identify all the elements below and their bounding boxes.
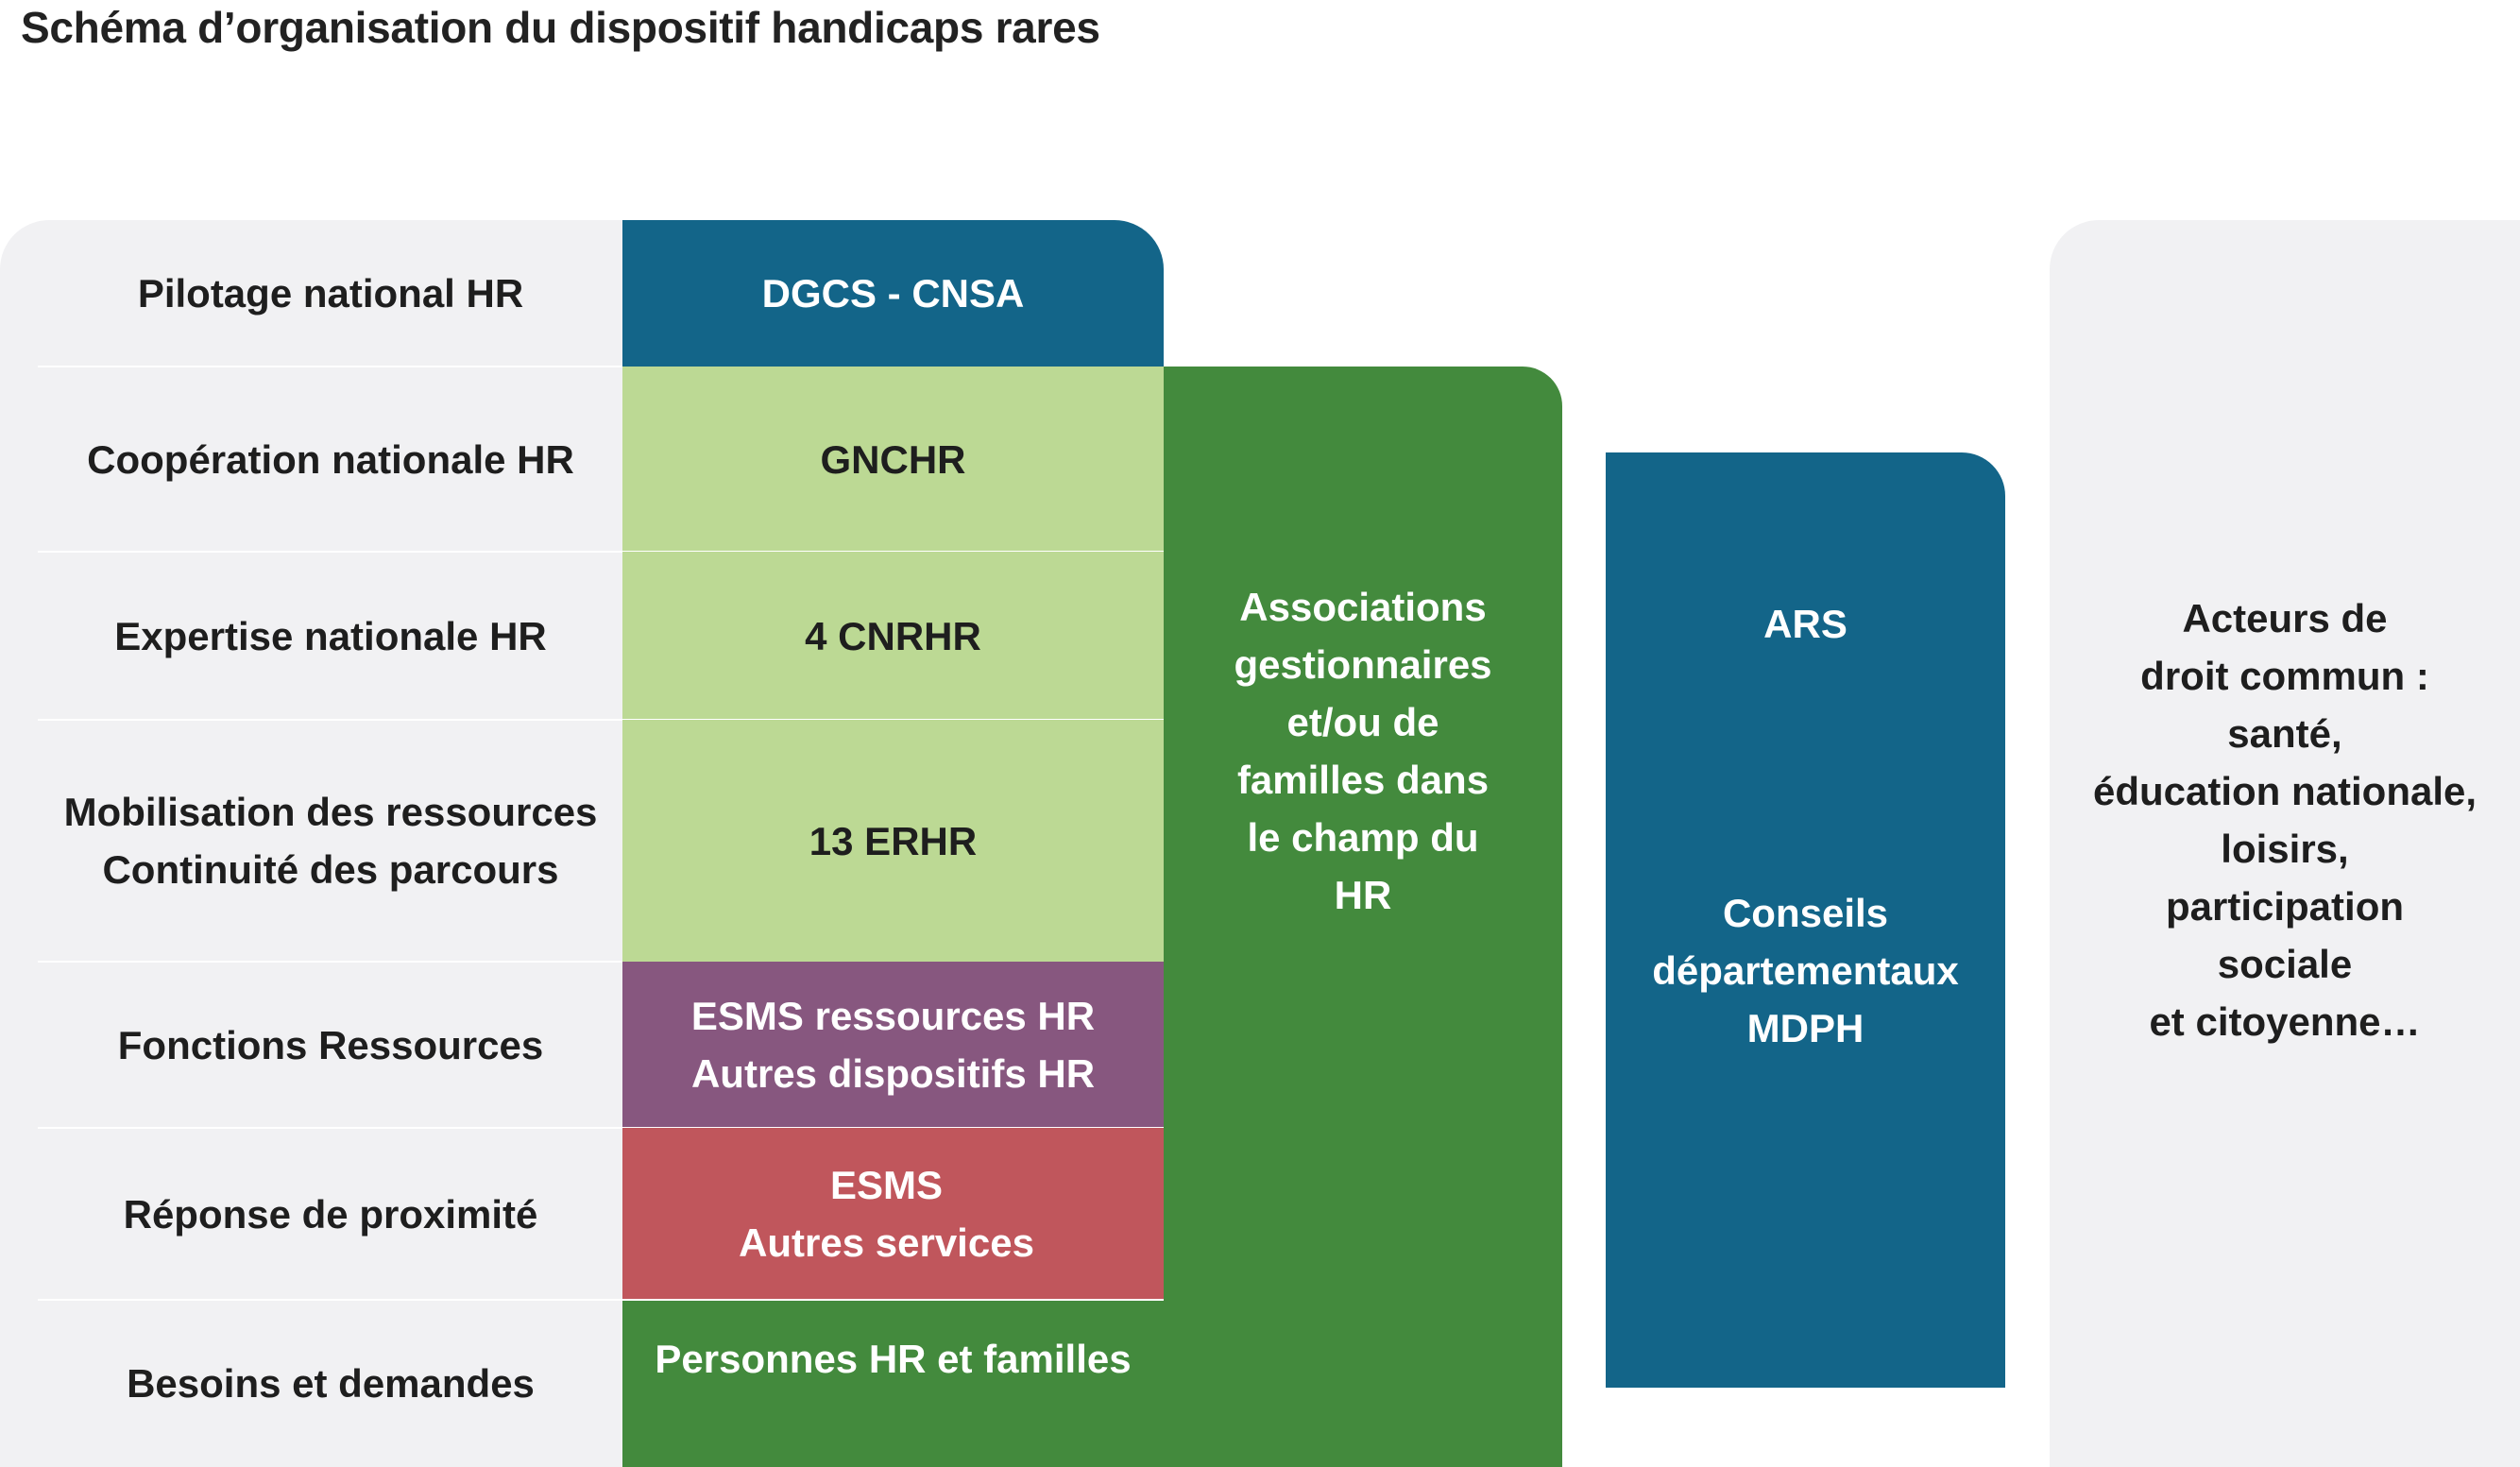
box-gnchr: GNCHR: [622, 367, 1164, 552]
level-besoins: Besoins et demandes: [127, 1361, 535, 1406]
personnes-label: Personnes HR et familles: [655, 1337, 1132, 1381]
acteurs-label: Acteurs de droit commun : santé, éducati…: [2092, 596, 2477, 1044]
level-cooperation: Coopération nationale HR: [87, 436, 574, 482]
level-mobilisation: Mobilisation des ressources Continuité d…: [63, 790, 598, 892]
level-divider: [38, 366, 623, 367]
level-divider: [38, 551, 623, 553]
diagram-title: Schéma d’organisation du dispositif hand…: [21, 3, 1100, 52]
level-divider: [38, 961, 623, 963]
ars-label: ARS: [1763, 602, 1847, 646]
level-divider: [38, 1127, 623, 1129]
box-ars: [1606, 452, 2005, 1388]
associations-label: Associations gestionnaires et/ou de fami…: [1234, 585, 1492, 917]
common-law-panel: [2050, 220, 2520, 1467]
conseils-label: Conseils départementaux MDPH: [1652, 891, 1959, 1050]
box-esms-ressources: ESMS ressources HR Autres dispositifs HR: [622, 962, 1164, 1128]
level-expertise: Expertise nationale HR: [114, 613, 547, 658]
level-proximite: Réponse de proximité: [123, 1191, 538, 1237]
level-divider: [38, 1299, 623, 1301]
level-fonctions-ressources: Fonctions Ressources: [117, 1022, 544, 1067]
level-divider: [38, 719, 623, 721]
box-associations: [1164, 367, 1562, 1467]
box-erhr: 13 ERHR: [622, 720, 1164, 962]
box-cnrhr: 4 CNRHR: [622, 552, 1164, 720]
levels-panel: [0, 220, 661, 1467]
box-divider: [622, 1299, 1164, 1301]
box-esms: ESMS Autres services: [622, 1128, 1164, 1300]
box-dgcs-cnsa: DGCS - CNSA: [622, 220, 1164, 367]
box-personnes: [622, 1300, 1164, 1467]
level-pilotage: Pilotage national HR: [137, 271, 524, 316]
